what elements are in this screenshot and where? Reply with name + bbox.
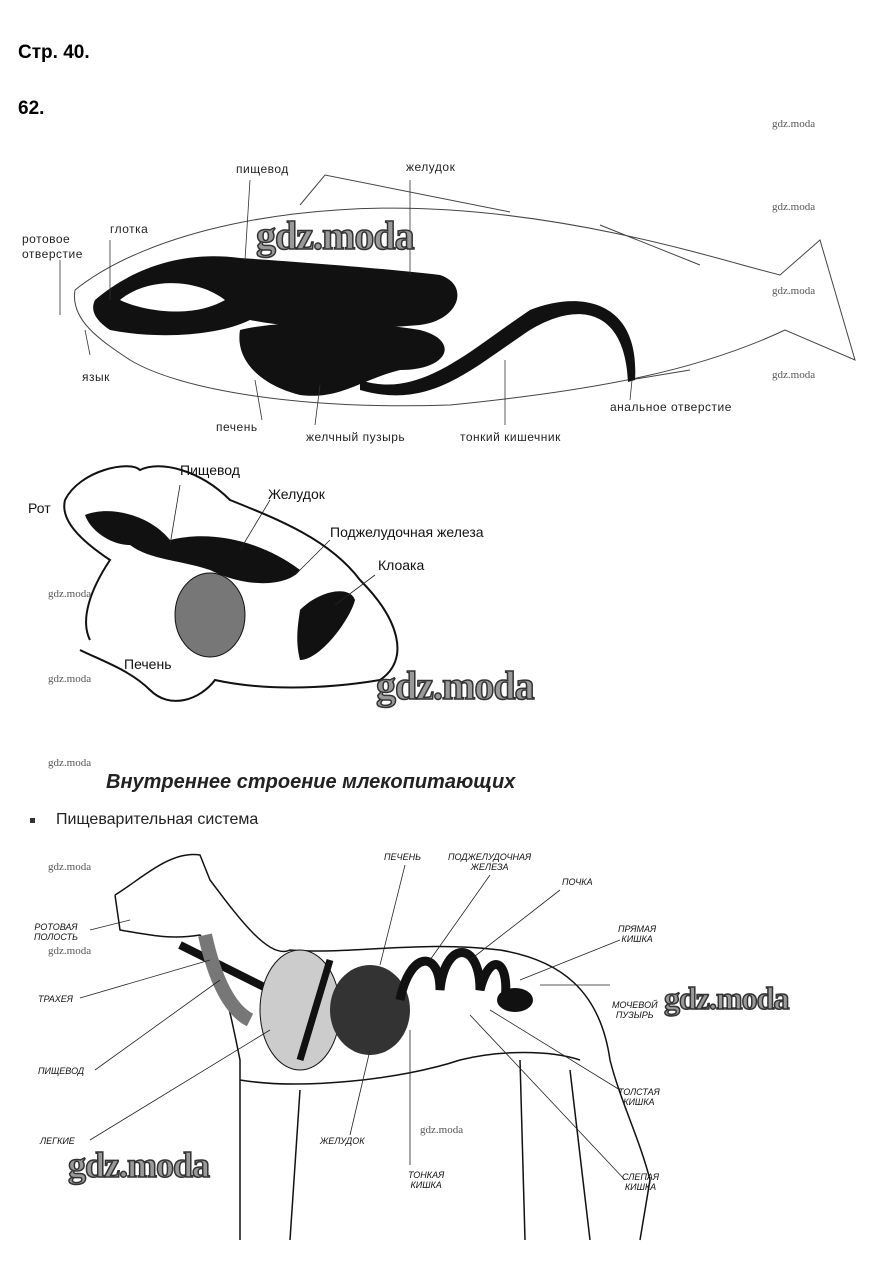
watermark-small: gdz.moda [48,861,92,873]
watermark-big: gdz.moda [255,212,415,259]
bullet-icon [30,818,35,823]
frog-label-liver: Печень [124,656,172,672]
fish-label-pharynx: глотка [110,222,149,236]
fish-label-stomach: желудок [406,160,456,174]
task-number: 62. [18,98,45,119]
watermark-small: gdz.moda [48,588,92,600]
dog-label-kidney: ПОЧКА [562,877,593,887]
dog-label-rectum: ПРЯМАЯ КИШКА [618,924,657,944]
frog-label-cloaca: Клоака [378,557,425,573]
frog-label-stomach: Желудок [268,486,325,502]
watermark-small: gdz.moda [772,369,816,381]
page-number: Стр. 40. [18,42,90,63]
fish-label-anus: анальное отверстие [610,400,732,414]
dog-label-trachea: ТРАХЕЯ [38,994,73,1004]
dog-label-liver: ПЕЧЕНЬ [384,852,421,862]
fish-label-liver: печень [216,420,258,434]
frog-label-mouth: Рот [28,500,51,516]
watermark-small: gdz.moda [772,285,816,297]
watermark-big: gdz.moda [375,662,535,709]
dog-label-caecum: СЛЕПАЯ КИШКА [622,1172,660,1192]
fish-label-gallbladder: желчный пузырь [306,430,406,444]
watermark-small: gdz.moda [772,118,816,130]
dog-label-small-intestine: ТОНКАЯ КИШКА [408,1170,445,1190]
frog-label-pancreas: Поджелудочная железа [330,524,484,540]
frog-diagram [63,465,399,702]
dog-label-large-intestine: ТОЛСТАЯ КИШКА [618,1087,660,1107]
watermark-big: gdz.moda [663,979,790,1017]
dog-label-lungs: ЛЕГКИЕ [40,1136,75,1146]
dog-label-pancreas: ПОДЖЕЛУДОЧНАЯ ЖЕЛЕЗА [448,852,532,872]
frog-label-esophagus: Пищевод [180,462,240,478]
fish-label-esophagus: пищевод [236,162,289,176]
fish-label-small-intestine: тонкий кишечник [460,430,561,444]
fish-diagram [59,174,856,426]
watermark-small: gdz.moda [48,757,92,769]
dog-label-mouth: РОТОВАЯ ПОЛОСТЬ [34,922,78,942]
dog-label-esophagus: ПИЩЕВОД [38,1066,85,1076]
watermark-small: gdz.moda [420,1124,464,1136]
watermark-small: gdz.moda [48,673,92,685]
fish-label-mouth: ротовое отверстие [22,232,83,261]
section-title: Внутреннее строение млекопитающих [106,771,516,793]
watermark-small: gdz.moda [772,201,816,213]
watermark-big: gdz.moda [67,1144,211,1186]
dog-label-stomach: ЖЕЛУДОК [320,1136,365,1146]
watermark-small: gdz.moda [48,945,92,957]
fish-label-tongue: язык [82,370,110,384]
dog-label-bladder: МОЧЕВОЙ ПУЗЫРЬ [612,1000,658,1020]
bullet-text: Пищеварительная система [56,811,259,828]
